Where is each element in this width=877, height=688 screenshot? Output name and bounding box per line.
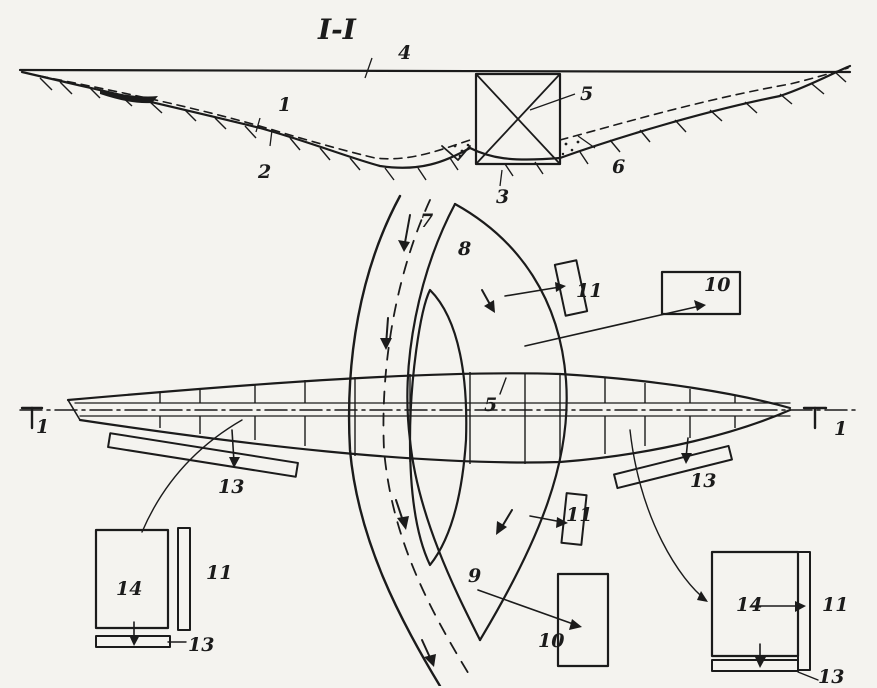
- label-8: 8: [458, 238, 472, 260]
- label-13-right: 13: [690, 470, 717, 492]
- label-4: 4: [398, 42, 412, 64]
- pads: [94, 259, 811, 672]
- plan-leaders: [129, 282, 819, 681]
- ground-hatching: [39, 71, 847, 181]
- label-11-upper: 11: [576, 280, 603, 302]
- label-11-right: 11: [822, 594, 849, 616]
- label-1: 1: [278, 94, 292, 116]
- label-14-left: 14: [116, 578, 143, 600]
- label-11-left: 11: [206, 562, 233, 584]
- label-3: 3: [496, 186, 510, 208]
- label-2: 2: [258, 161, 272, 183]
- label-13-right-bottom: 13: [818, 666, 845, 688]
- stockpile-13-right: [613, 444, 733, 490]
- plan-view: [19, 194, 861, 686]
- strip-11-left: [177, 527, 191, 631]
- pad-11-lower: [560, 492, 588, 546]
- strip-11-right: [797, 551, 811, 671]
- label-5-section: 5: [580, 83, 594, 105]
- label-10-lower: 10: [538, 630, 565, 652]
- site-14-left: [94, 528, 170, 630]
- design-bottom-dashed: [39, 67, 849, 160]
- flow-arrows: [380, 214, 513, 667]
- pad-10-upper: [660, 270, 742, 316]
- pad-11-upper: [553, 259, 589, 317]
- strip-13-right: [711, 659, 799, 672]
- cross-section-leaders: [255, 57, 596, 187]
- label-14-right: 14: [736, 594, 763, 616]
- label-13-left: 13: [218, 476, 245, 498]
- cut-label-left: 1: [36, 416, 50, 438]
- label-9: 9: [468, 565, 482, 587]
- channel-7: [347, 194, 482, 686]
- trench-outline: [441, 145, 471, 161]
- label-5-plan: 5: [484, 394, 498, 416]
- stockpile-13-left: [107, 432, 299, 478]
- cross-section: [18, 57, 852, 187]
- water-level-line: [18, 68, 852, 74]
- channel-8: [408, 202, 568, 642]
- label-6: 6: [612, 156, 626, 178]
- label-10-upper: 10: [704, 274, 731, 296]
- pad-10-lower: [556, 572, 610, 668]
- cut-mark-right: [802, 406, 828, 430]
- label-11-lower: 11: [566, 504, 593, 526]
- label-7: 7: [420, 210, 434, 232]
- cut-mark-left: [20, 406, 44, 430]
- label-13-left-bottom: 13: [188, 634, 215, 656]
- block-crossed: [474, 72, 562, 166]
- silt-deposit: [100, 90, 158, 104]
- cut-label-right: 1: [834, 418, 848, 440]
- structure-5: [66, 372, 792, 464]
- section-title: I-I: [318, 13, 356, 46]
- riverbed-profile: [20, 64, 852, 169]
